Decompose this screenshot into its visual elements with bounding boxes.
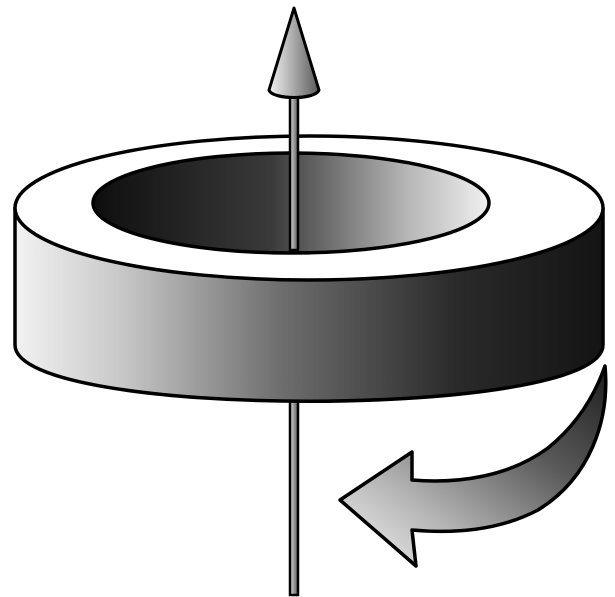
axis-shaft-lower xyxy=(290,395,298,595)
axis-arrow-icon xyxy=(269,8,319,98)
axis-shaft-upper xyxy=(290,94,298,250)
